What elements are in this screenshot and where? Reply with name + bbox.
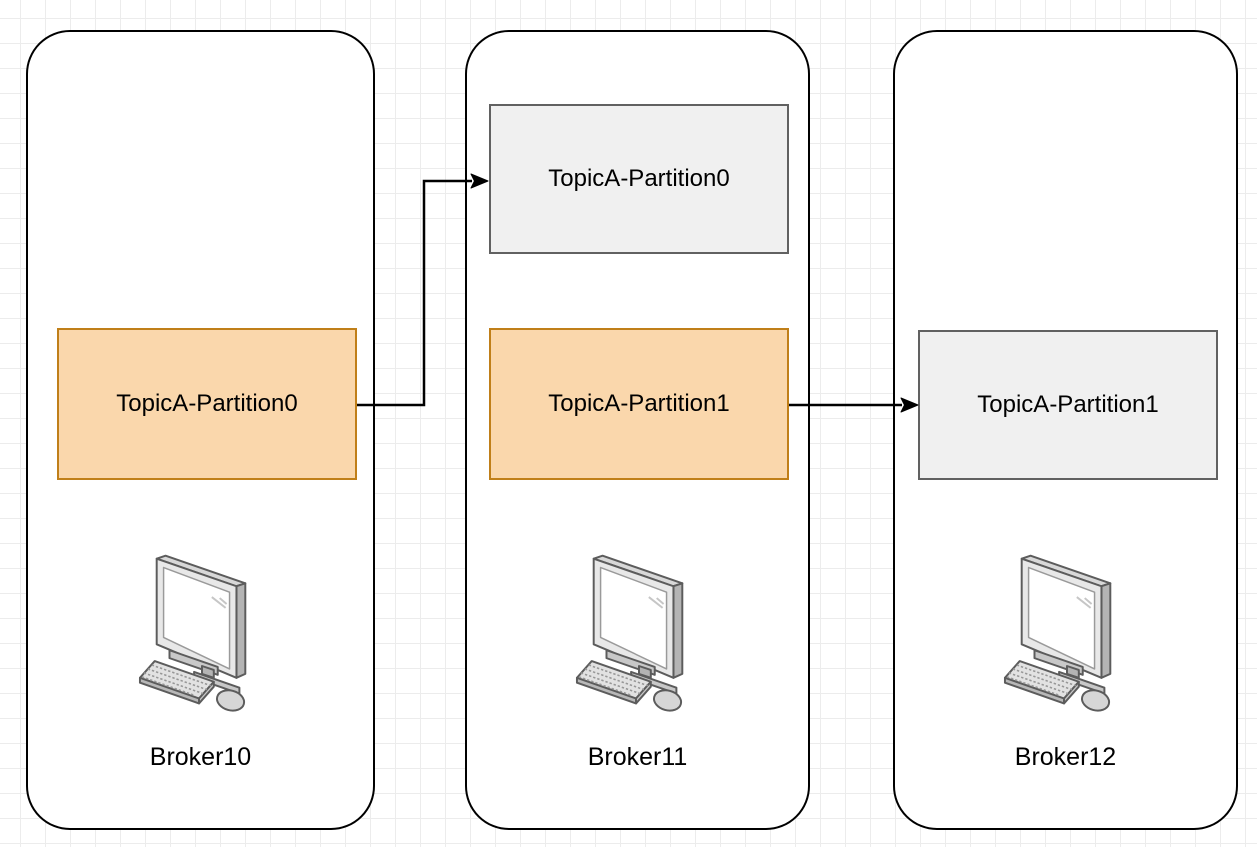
desktop-computer-icon <box>575 554 684 715</box>
broker-label: Broker12 <box>1014 743 1117 771</box>
partition-label: TopicA-Partition0 <box>116 390 298 417</box>
desktop-computer-icon <box>138 554 247 715</box>
partition-label: TopicA-Partition1 <box>548 390 730 417</box>
desktop-computer-icon <box>1003 554 1112 715</box>
partition-label: TopicA-Partition0 <box>548 165 730 192</box>
partition-label: TopicA-Partition1 <box>977 391 1159 418</box>
partition-box-leader: TopicA-Partition0 <box>57 328 357 480</box>
partition-box-replica: TopicA-Partition0 <box>489 104 789 254</box>
broker-label: Broker11 <box>587 743 688 771</box>
broker-label: Broker10 <box>149 743 252 771</box>
partition-box-leader: TopicA-Partition1 <box>489 328 789 480</box>
partition-box-replica: TopicA-Partition1 <box>918 330 1218 480</box>
